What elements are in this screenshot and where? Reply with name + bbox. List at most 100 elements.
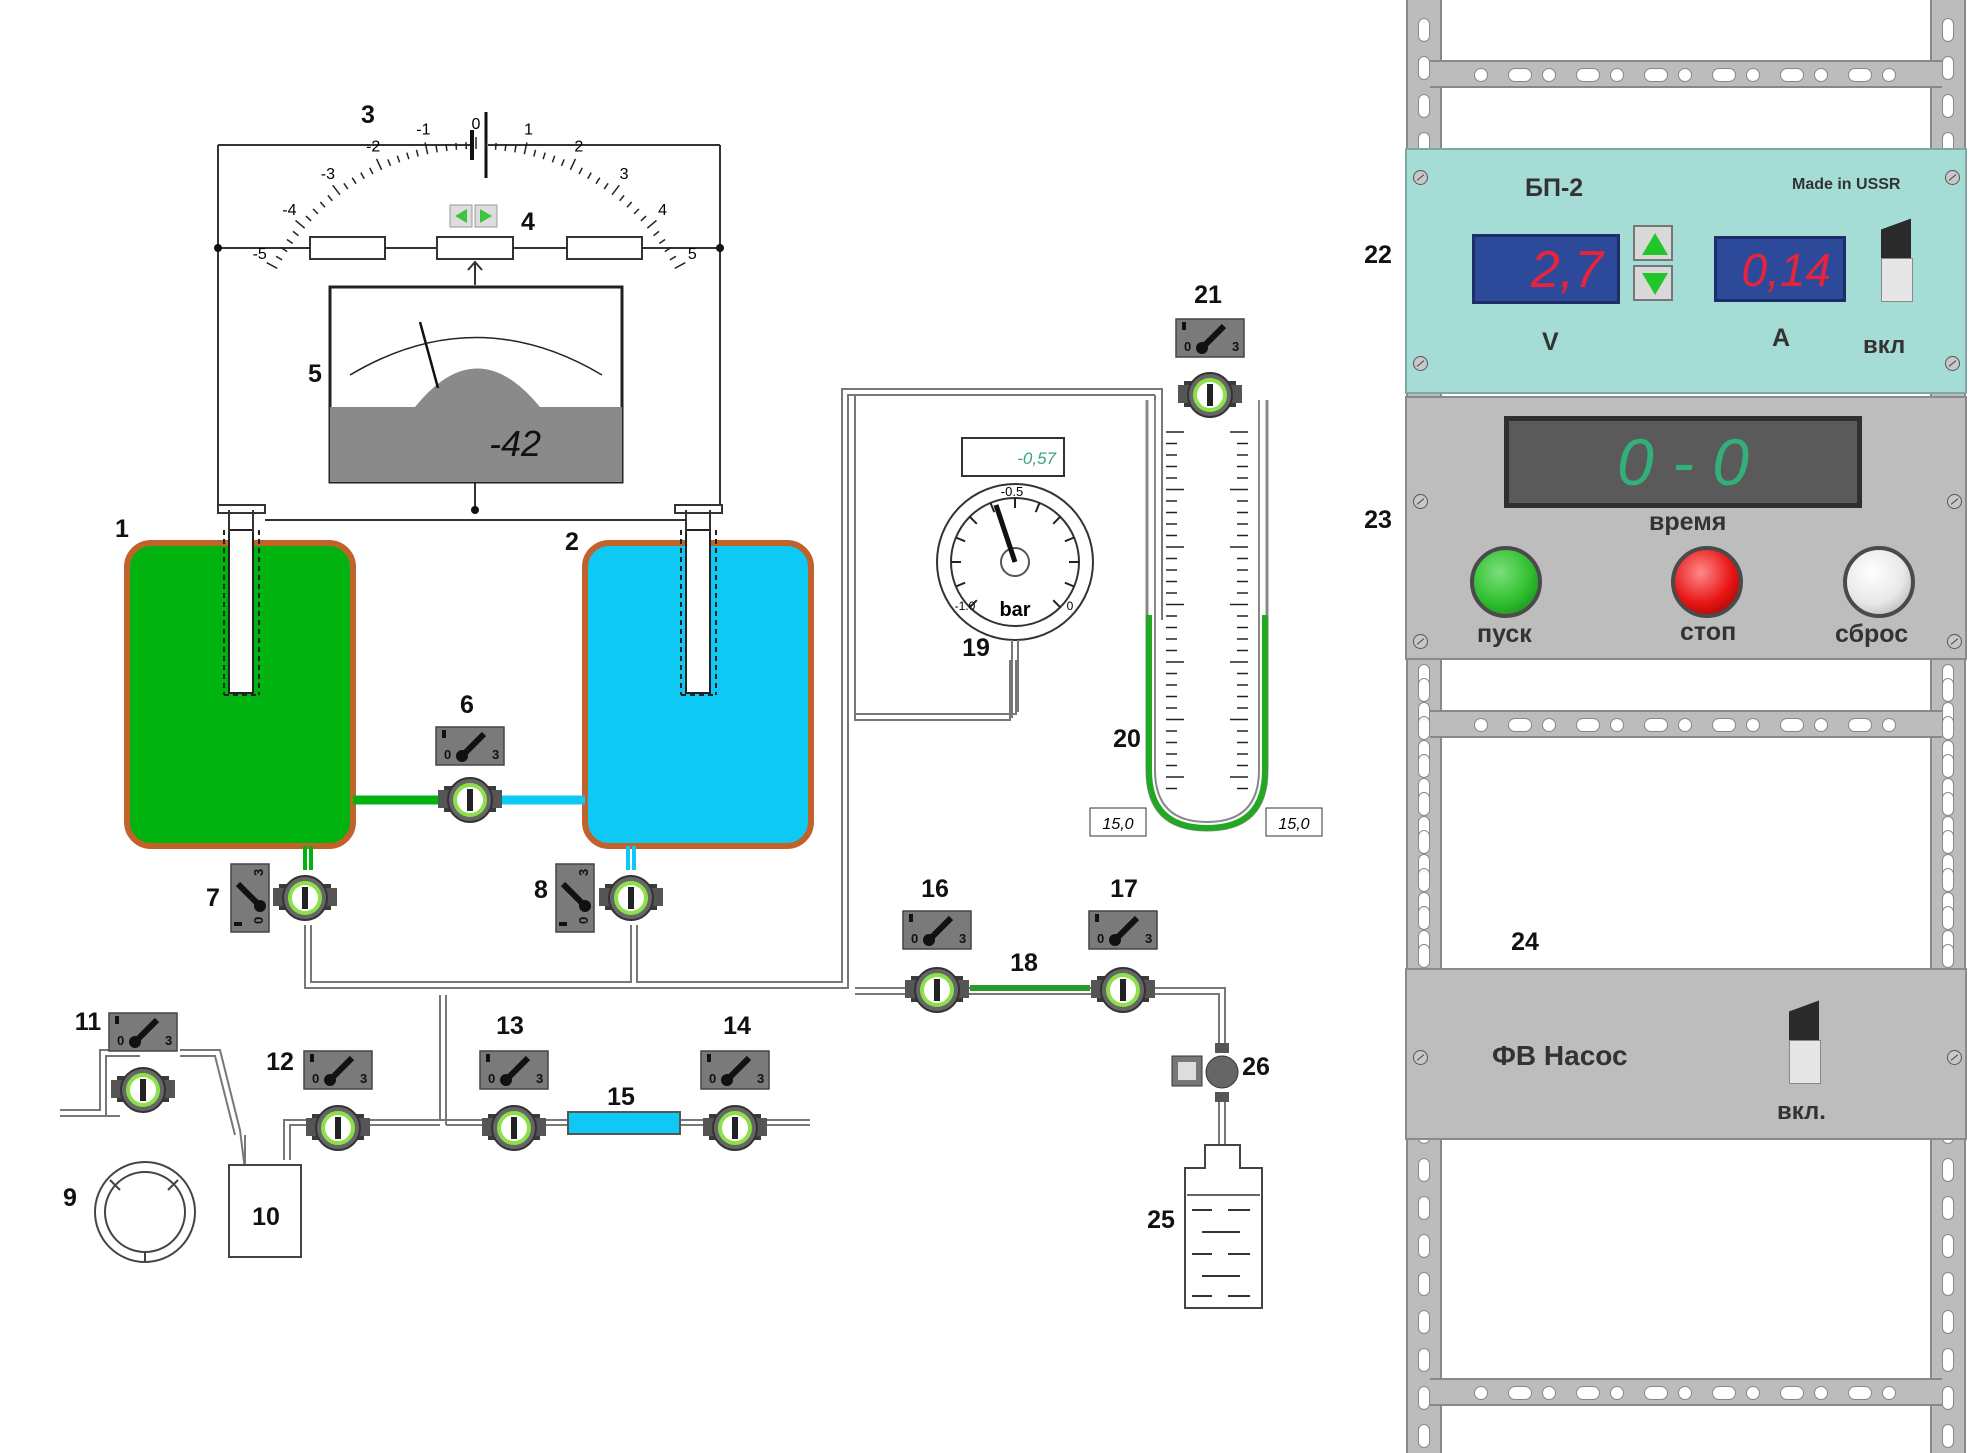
component-number-label: 8 (534, 876, 548, 904)
rail-slot (1942, 1196, 1954, 1220)
potentiometer-right-arrow-button[interactable] (474, 204, 498, 228)
collector-vessel (1184, 1144, 1263, 1309)
svg-text:-1.0: -1.0 (955, 599, 976, 613)
rail-slot (1418, 94, 1430, 118)
gauge-digital-value: -0,57 (1017, 449, 1056, 468)
crossbar-hole (1508, 68, 1532, 82)
component-number-label: 19 (962, 634, 990, 662)
rail-slot (1418, 1424, 1430, 1448)
valve-scale-max: 3 (1145, 931, 1152, 946)
valve-scale-max: 3 (165, 1033, 172, 1048)
component-number-label: 24 (1511, 928, 1539, 956)
rail-slot (1942, 1424, 1954, 1448)
component-number-label: 18 (1010, 949, 1038, 977)
crossbar-hole (1508, 718, 1532, 732)
reset-button[interactable] (1843, 546, 1915, 618)
crossbar-hole (1746, 68, 1760, 82)
voltmeter-tick-label: 1 (524, 122, 533, 139)
valve-scale-max: 3 (536, 1071, 543, 1086)
crossbar-hole (1610, 1386, 1624, 1400)
start-button[interactable] (1470, 546, 1542, 618)
rack-crossbar (1430, 710, 1942, 738)
rail-slot (1942, 716, 1954, 740)
valve-scale-min: 0 (709, 1071, 716, 1086)
crossbar-hole (1610, 68, 1624, 82)
rail-slot (1418, 18, 1430, 42)
crossbar-hole (1882, 68, 1896, 82)
timer-display: 0 - 0 (1504, 416, 1862, 508)
component-number-label: 14 (723, 1012, 751, 1040)
crossbar-hole (1474, 718, 1488, 732)
crossbar-hole (1542, 718, 1556, 732)
rail-slot (1418, 944, 1430, 968)
potentiometer-left-arrow-button[interactable] (449, 204, 473, 228)
voltage-display: 2,7 (1472, 234, 1620, 304)
crossbar-hole (1508, 1386, 1532, 1400)
svg-text:-0.5: -0.5 (1001, 484, 1023, 499)
rail-slot (1418, 1348, 1430, 1372)
crossbar-hole (1814, 718, 1828, 732)
crossbar-hole (1542, 1386, 1556, 1400)
manometer-right-reading: 15,0 (1278, 816, 1309, 833)
rail-slot (1418, 1272, 1430, 1296)
rail-slot (1942, 1272, 1954, 1296)
crossbar-hole (1678, 718, 1692, 732)
needle-valve-26[interactable] (1171, 1043, 1239, 1102)
rail-slot (1418, 1196, 1430, 1220)
crossbar-hole (1644, 68, 1668, 82)
screw-icon (1413, 1050, 1428, 1065)
rail-slot (1942, 792, 1954, 816)
valve-scale-min: 0 (1097, 931, 1104, 946)
voltage-down-button[interactable] (1633, 265, 1673, 301)
component-number-label: 3 (361, 101, 375, 129)
crossbar-hole (1814, 1386, 1828, 1400)
psu-power-label: вкл (1863, 332, 1906, 359)
valve-7[interactable]: 03 (231, 864, 339, 932)
crossbar-hole (1712, 718, 1736, 732)
crossbar-hole (1848, 68, 1872, 82)
crossbar-hole (1746, 718, 1760, 732)
resistor-right (566, 236, 643, 260)
power-supply-panel: БП-2 Made in USSR 2,7 0,14 V A вкл (1405, 148, 1967, 394)
valve-scale-max: 3 (360, 1071, 367, 1086)
rail-slot (1418, 1234, 1430, 1258)
crossbar-hole (1882, 718, 1896, 732)
voltage-up-button[interactable] (1633, 225, 1673, 261)
reset-label: сброс (1835, 620, 1909, 648)
psu-title: БП-2 (1525, 174, 1584, 202)
crossbar-hole (1576, 1386, 1600, 1400)
crossbar-hole (1780, 1386, 1804, 1400)
component-number-label: 25 (1147, 1206, 1175, 1234)
psu-power-toggle[interactable] (1877, 218, 1921, 304)
stop-button[interactable] (1671, 546, 1743, 618)
voltage-unit: V (1542, 328, 1559, 356)
valve-8[interactable]: 03 (556, 864, 665, 932)
rail-slot (1418, 754, 1430, 778)
valve-scale-max: 3 (492, 747, 499, 762)
component-number-label: 13 (496, 1012, 524, 1040)
component-number-label: 17 (1110, 875, 1138, 903)
current-display: 0,14 (1714, 236, 1846, 302)
buffer-volume (228, 1164, 302, 1258)
rail-slot (1942, 868, 1954, 892)
rail-slot (1418, 1386, 1430, 1410)
crossbar-hole (1576, 718, 1600, 732)
voltmeter-tick-label: -5 (253, 246, 267, 263)
valve-scale-min: 0 (911, 931, 918, 946)
svg-text:bar: bar (999, 599, 1030, 621)
pump-power-toggle[interactable] (1785, 1000, 1829, 1086)
rail-slot (1942, 1310, 1954, 1334)
vacuum-gauge: -0,57 -0.5 -1.0 0 bar (936, 437, 1094, 718)
pump-title: ФВ Насос (1492, 1040, 1628, 1071)
valve-scale-min: 0 (312, 1071, 319, 1086)
component-number-label: 21 (1194, 281, 1222, 309)
